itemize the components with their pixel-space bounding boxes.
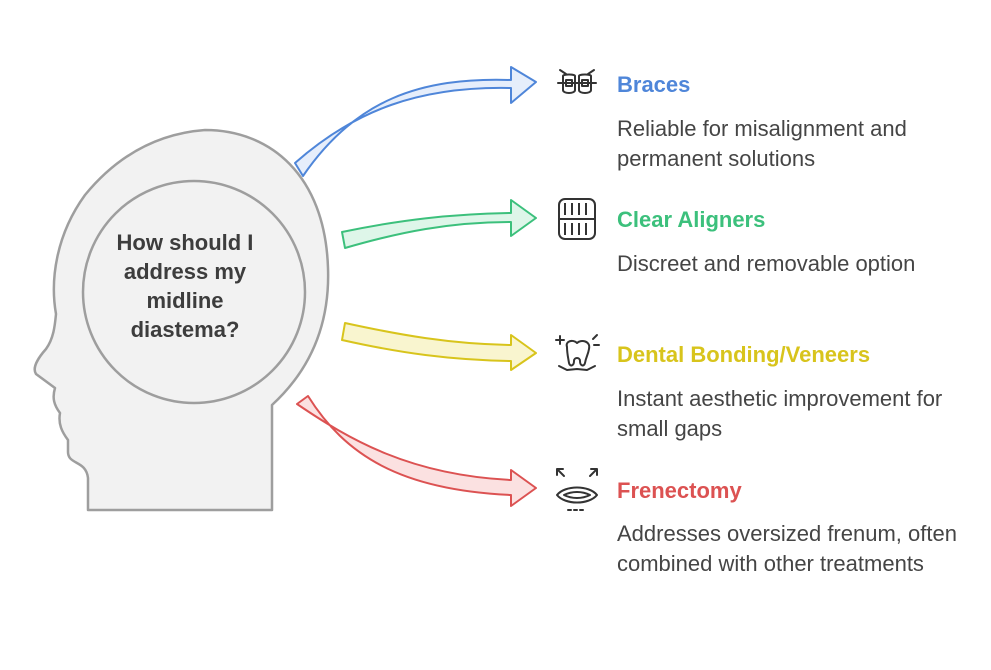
mouth-expand-icon [556,468,598,511]
bonding-description: Instant aesthetic improvement for small … [617,386,943,441]
thought-circle [81,179,307,405]
aligners-icon [558,198,596,240]
braces-description: Reliable for misalignment and permanent … [617,116,907,171]
arrow-frenectomy [296,395,537,507]
frenectomy-title: Frenectomy [617,478,742,503]
arrow-braces [294,66,537,177]
sparkling-tooth-icon [555,334,600,371]
braces-icon [557,69,597,94]
frenectomy-description: Addresses oversized frenum, often combin… [617,521,957,576]
aligners-description: Discreet and removable option [617,251,916,276]
bonding-title: Dental Bonding/Veneers [617,342,871,367]
arrow-aligners [341,199,537,249]
aligners-title: Clear Aligners [617,207,766,232]
question-text: How should I address my midline diastema… [116,230,254,342]
braces-title: Braces [617,72,691,97]
arrow-bonding [341,322,537,371]
